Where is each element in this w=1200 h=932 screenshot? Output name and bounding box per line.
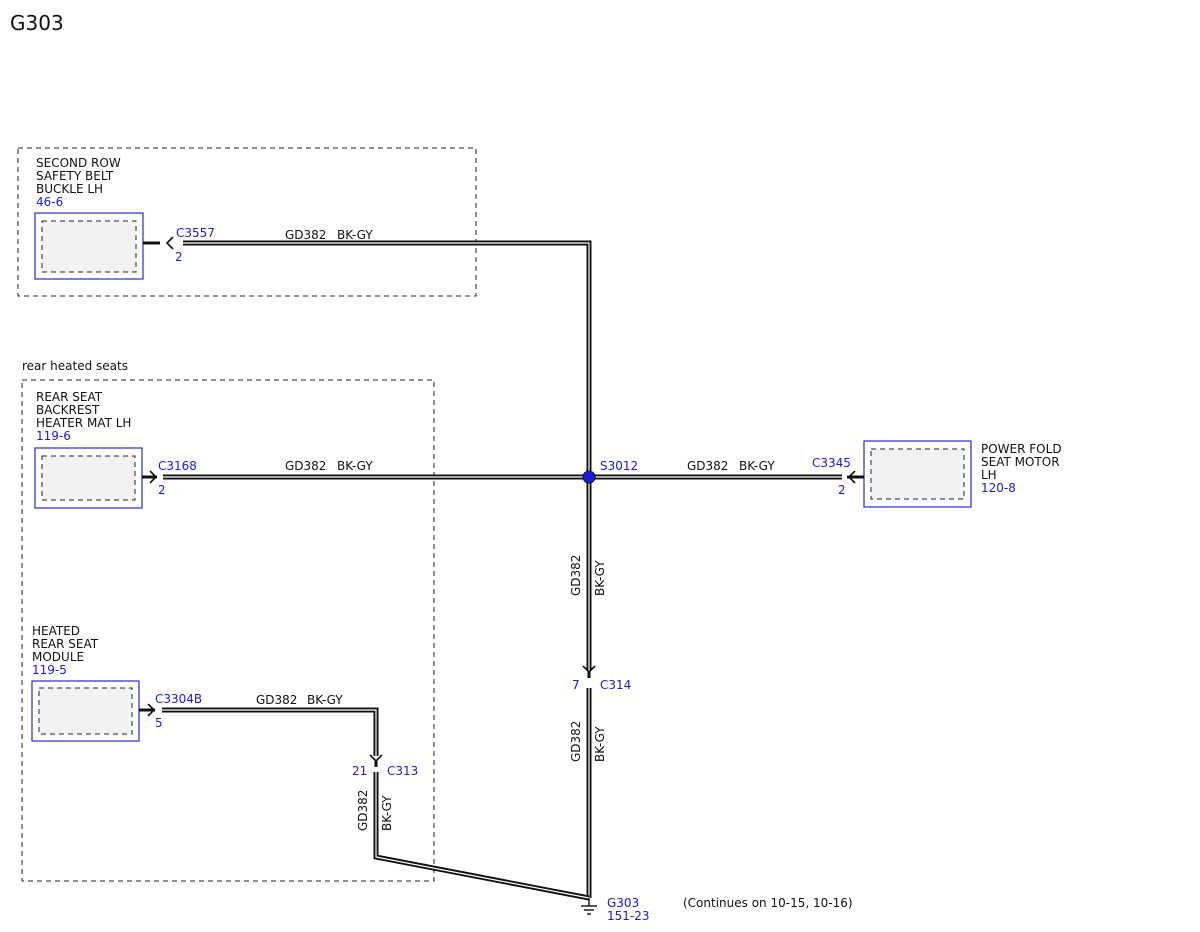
- wire-color-label: BK-GY: [337, 459, 373, 473]
- c3168-label[interactable]: C3168: [158, 459, 197, 473]
- c3557-connector-arrow-icon: [143, 236, 174, 250]
- diagram-title: G303: [10, 11, 64, 35]
- heated-module-name-line-1: HEATED: [32, 624, 80, 638]
- c3304b-label[interactable]: C3304B: [155, 692, 202, 706]
- power-fold-ref-link[interactable]: 120-8: [981, 481, 1016, 495]
- c3304b-pin: 5: [155, 716, 163, 730]
- wire-color-label: BK-GY: [307, 693, 343, 707]
- c3345-connector-arrow-icon: [847, 470, 864, 484]
- wire-belt-buckle-to-splice: [183, 240, 592, 477]
- wire-color-label: BK-GY: [380, 795, 394, 831]
- wire-color-label: BK-GY: [593, 560, 607, 596]
- ground-label[interactable]: G303: [607, 896, 639, 910]
- heater-mat-component: [34, 447, 143, 509]
- c3557-label[interactable]: C3557: [176, 226, 215, 240]
- wire-circuit-label: GD382: [356, 790, 370, 831]
- wire-circuit-label: GD382: [687, 459, 728, 473]
- c3168-pin: 2: [158, 483, 166, 497]
- heated-module-component: [31, 680, 140, 742]
- wire-circuit-label: GD382: [285, 459, 326, 473]
- heated-module-name-line-3: MODULE: [32, 650, 84, 664]
- power-fold-component: [863, 440, 972, 508]
- c313-connector-arrow-icon: [369, 754, 383, 767]
- c314-pin: 7: [572, 678, 580, 692]
- power-fold-name-line-3: LH: [981, 468, 997, 482]
- power-fold-name-line-2: SEAT MOTOR: [981, 455, 1060, 469]
- wire-module-to-c313: [162, 707, 379, 756]
- belt-buckle-ref-link[interactable]: 46-6: [36, 195, 63, 209]
- c313-pin: 21: [352, 764, 367, 778]
- continues-note: (Continues on 10-15, 10-16): [683, 896, 853, 910]
- power-fold-name-line-1: POWER FOLD: [981, 442, 1062, 456]
- heater-mat-name-line-3: HEATER MAT LH: [36, 416, 131, 430]
- heater-mat-name-line-1: REAR SEAT: [36, 390, 103, 404]
- belt-buckle-name-line-1: SECOND ROW: [36, 156, 121, 170]
- s3012-label[interactable]: S3012: [600, 459, 638, 473]
- wire-c313-to-ground: [373, 772, 590, 901]
- wire-color-label: BK-GY: [739, 459, 775, 473]
- belt-buckle-name-line-3: BUCKLE LH: [36, 182, 103, 196]
- heater-mat-ref-link[interactable]: 119-6: [36, 429, 71, 443]
- c314-label[interactable]: C314: [600, 678, 631, 692]
- wire-circuit-label: GD382: [285, 228, 326, 242]
- belt-buckle-group-box: [17, 147, 477, 297]
- wire-circuit-label: GD382: [256, 693, 297, 707]
- c3304b-connector-arrow-icon: [139, 703, 156, 717]
- heater-mat-name-line-2: BACKREST: [36, 403, 100, 417]
- rear-heated-seats-group-label: rear heated seats: [22, 359, 128, 373]
- wire-color-label: BK-GY: [593, 726, 607, 762]
- c3345-label[interactable]: C3345: [812, 456, 851, 470]
- heated-module-ref-link[interactable]: 119-5: [32, 663, 67, 677]
- belt-buckle-name-line-2: SAFETY BELT: [36, 169, 114, 183]
- wire-color-label: BK-GY: [337, 228, 373, 242]
- belt-buckle-component: [34, 212, 144, 280]
- c3557-pin: 2: [175, 250, 183, 264]
- heated-module-name-line-2: REAR SEAT: [32, 637, 99, 651]
- ground-icon: [581, 898, 597, 915]
- c3168-connector-arrow-icon: [142, 470, 158, 484]
- wire-circuit-label: GD382: [569, 721, 583, 762]
- ground-ref-link[interactable]: 151-23: [607, 909, 650, 923]
- c3345-pin: 2: [838, 483, 846, 497]
- splice-dot: [582, 470, 596, 484]
- wire-circuit-label: GD382: [569, 555, 583, 596]
- c314-connector-arrow-icon: [582, 665, 596, 678]
- rear-heated-seats-group-box: [21, 379, 435, 882]
- c313-label[interactable]: C313: [387, 764, 418, 778]
